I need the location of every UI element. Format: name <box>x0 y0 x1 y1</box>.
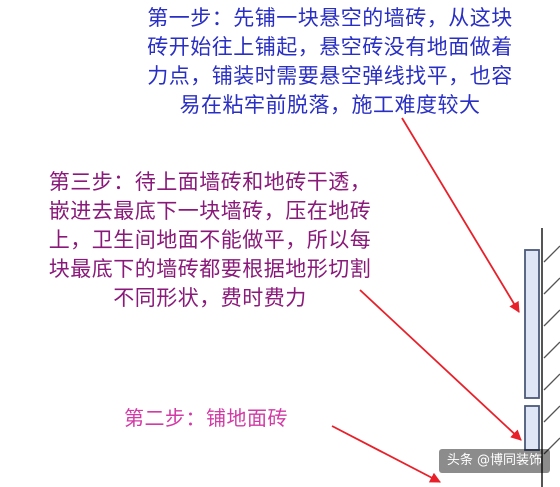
watermark: 头条 @博同装饰 <box>438 449 550 473</box>
step2-label: 第二步：铺地面砖 <box>124 406 288 430</box>
wall-hatch <box>543 245 560 263</box>
wall-hatch <box>543 309 560 327</box>
step3-line: 上，卫生间地面不能做平，所以每 <box>48 228 372 252</box>
step3-line: 不同形状，费时费力 <box>113 286 307 310</box>
step3-line: 第三步：待上面墙砖和地砖干透， <box>48 170 372 194</box>
arrow-step1 <box>401 117 520 313</box>
wall-section <box>541 228 560 487</box>
step3-line: 块最底下的墙砖都要根据地形切割 <box>48 257 372 281</box>
step3-note: 第三步：待上面墙砖和地砖干透， 嵌进去最底下一块墙砖，压在地砖 上，卫生间地面不… <box>14 168 406 313</box>
step1-line: 易在粘牢前脱落，施工难度较大 <box>179 93 481 117</box>
step1-note: 第一步：先铺一块悬空的墙砖，从这块 砖开始往上铺起，悬空砖没有地面做着 力点，铺… <box>104 4 556 120</box>
wall-hatch <box>543 437 560 455</box>
wall-hatch <box>543 341 560 359</box>
wall-hatch <box>543 373 560 391</box>
wall-tile-upper <box>524 249 540 399</box>
step3-line: 嵌进去最底下一块墙砖，压在地砖 <box>48 199 372 223</box>
step2-note: 第二步：铺地面砖 <box>124 404 334 433</box>
step1-line: 第一步：先铺一块悬空的墙砖，从这块 <box>147 6 513 30</box>
arrow-step2 <box>331 425 441 483</box>
arrow-step3 <box>359 289 522 441</box>
step1-line: 砖开始往上铺起，悬空砖没有地面做着 <box>147 35 513 59</box>
wall-hatch <box>543 277 560 295</box>
step1-line: 力点，铺装时需要悬空弹线找平，也容 <box>147 64 513 88</box>
wall-tile-lower <box>524 405 540 451</box>
wall-hatch <box>543 405 560 423</box>
